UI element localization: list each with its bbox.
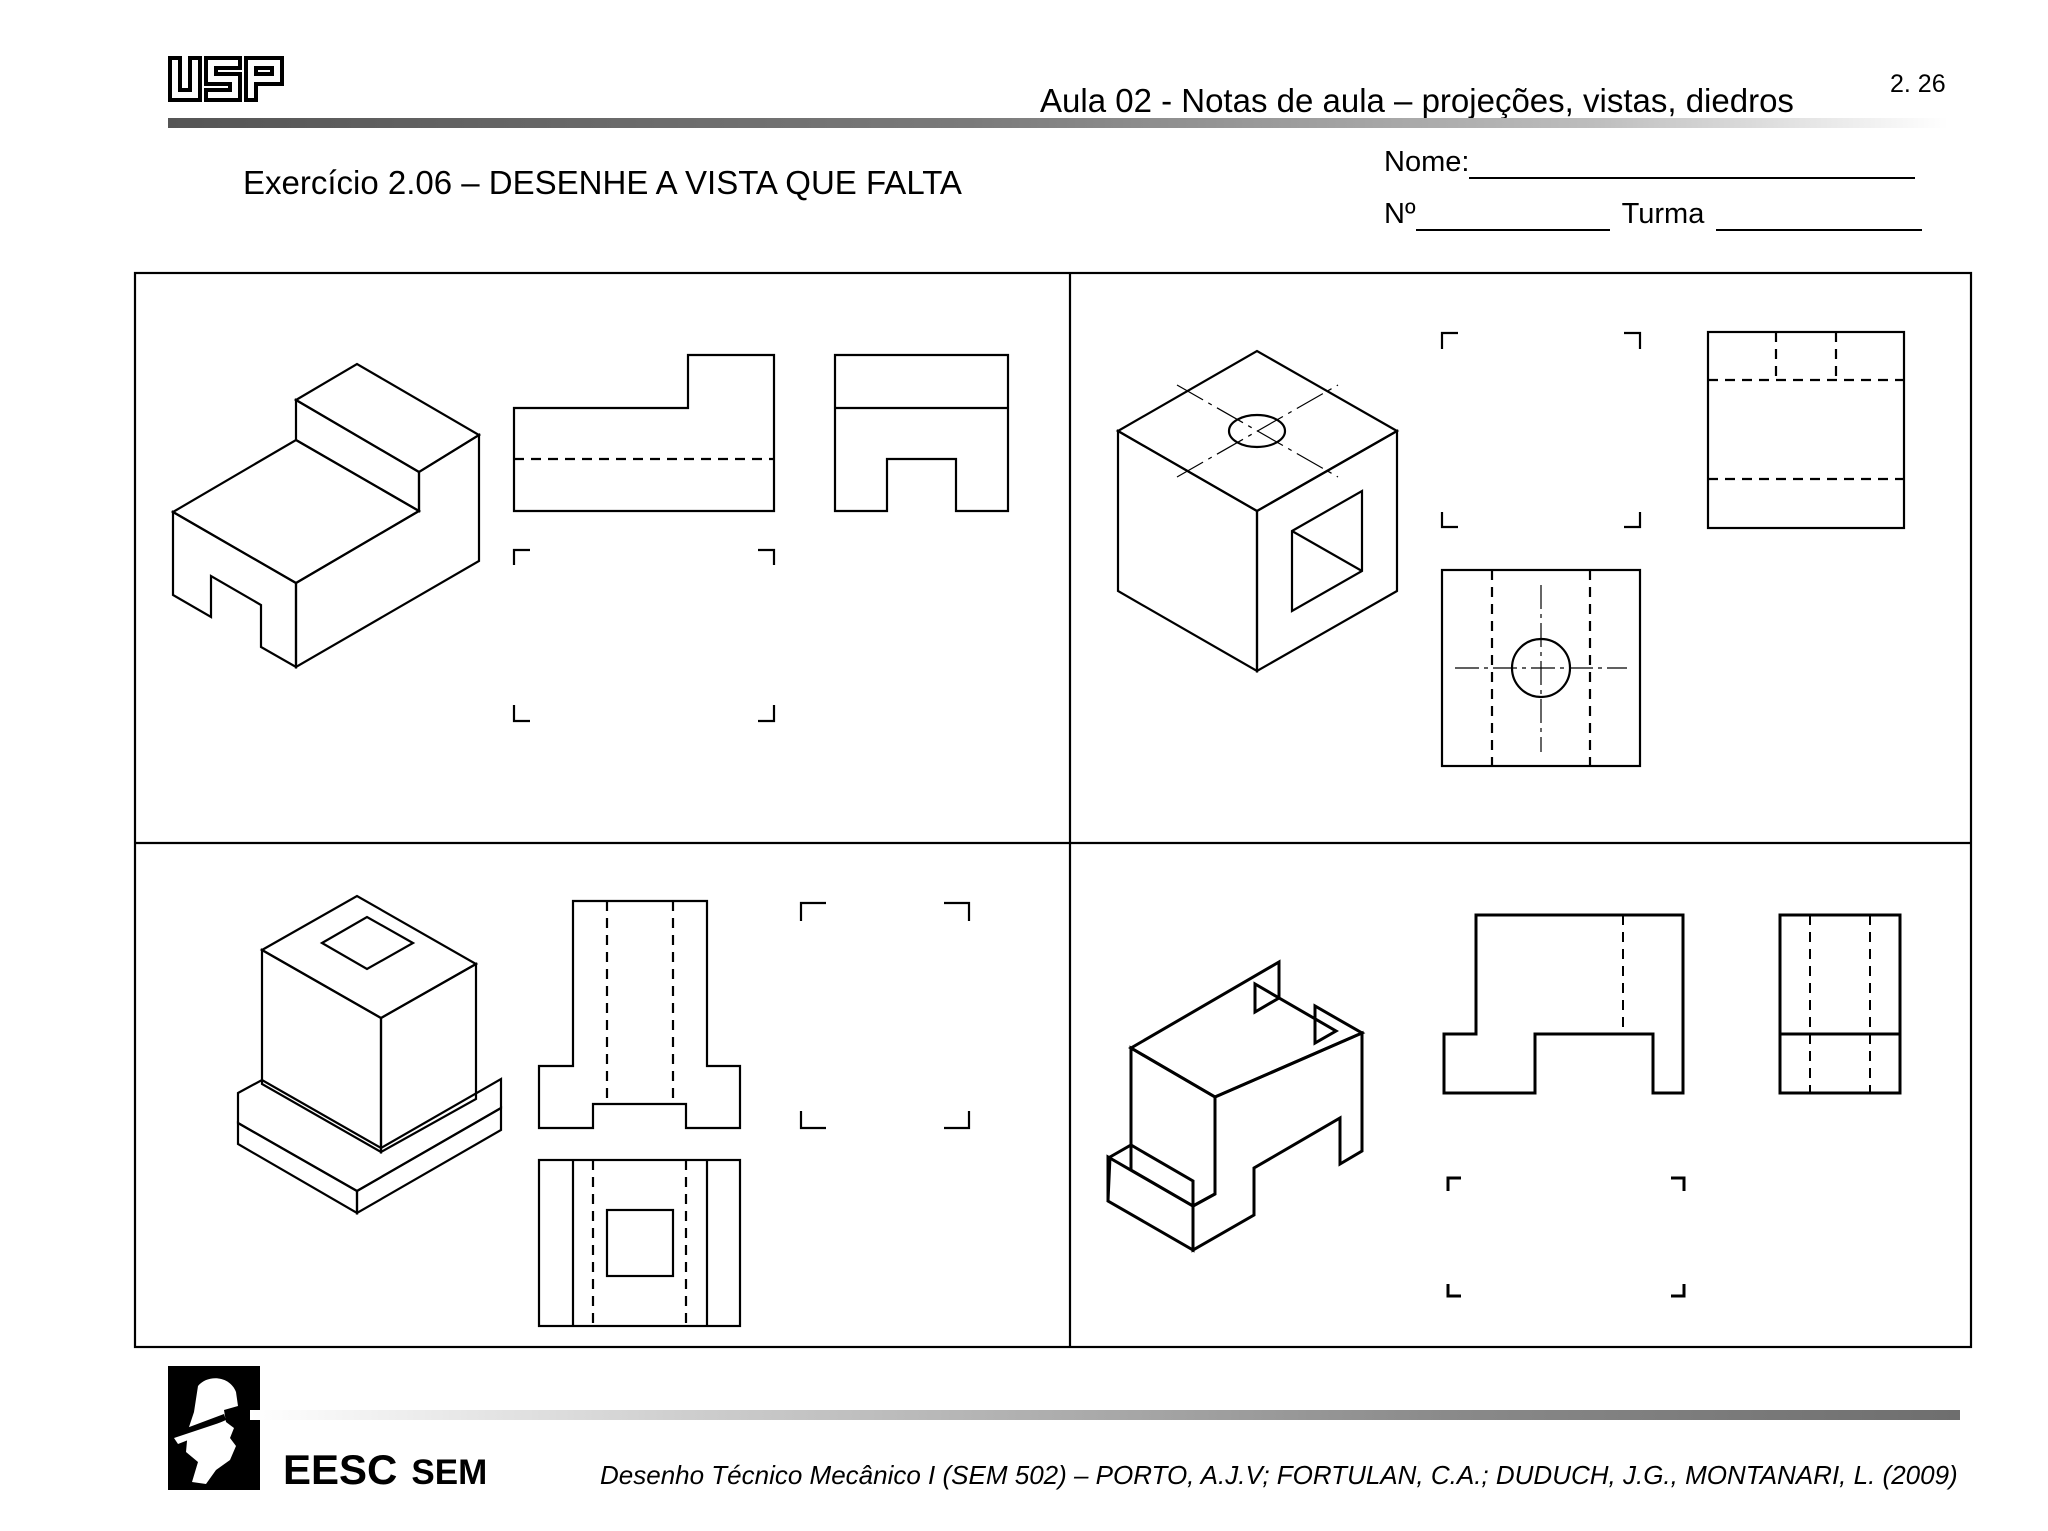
exercise-title: Exercício 2.06 – DESENHE A VISTA QUE FAL… bbox=[243, 164, 962, 201]
lesson-title: Aula 02 - Notas de aula – projeções, vis… bbox=[1040, 82, 1794, 119]
page-number: 2. 26 bbox=[1890, 70, 1946, 98]
ex1-side-view bbox=[833, 353, 1010, 513]
ex2-side-view bbox=[1706, 330, 1906, 530]
footer-org: EESC SEM bbox=[283, 1446, 487, 1494]
ex2-top-view bbox=[1440, 568, 1642, 768]
ex4-isometric-view bbox=[1106, 959, 1366, 1253]
ex3-front-view bbox=[537, 899, 742, 1130]
ex3-missing-view-marks bbox=[799, 901, 971, 1130]
ex3-isometric-view bbox=[236, 894, 503, 1215]
eesc-logo bbox=[168, 1366, 260, 1490]
ex1-isometric-view bbox=[170, 362, 482, 669]
footer-credit: Desenho Técnico Mecânico I (SEM 502) – P… bbox=[600, 1460, 1958, 1490]
ex2-missing-view-marks bbox=[1440, 331, 1642, 529]
exercise-4 bbox=[1106, 913, 1902, 1298]
exercise-1 bbox=[170, 353, 1010, 723]
ex1-missing-view-marks bbox=[512, 548, 776, 723]
footer-dept: SEM bbox=[411, 1453, 488, 1492]
number-label: Nº bbox=[1384, 198, 1416, 230]
ex4-side-view bbox=[1778, 913, 1902, 1095]
usp-logo bbox=[168, 56, 284, 102]
header-divider bbox=[168, 118, 1948, 128]
ex4-front-view bbox=[1442, 913, 1685, 1095]
ex2-isometric-view bbox=[1115, 349, 1400, 673]
ex3-top-view bbox=[537, 1158, 742, 1328]
name-label: Nome: bbox=[1384, 146, 1470, 178]
ex4-missing-view-marks bbox=[1446, 1176, 1686, 1298]
number-class-row: Nº Turma bbox=[1384, 198, 1923, 231]
footer-org-name: EESC bbox=[283, 1446, 398, 1493]
name-field[interactable] bbox=[1469, 149, 1916, 179]
number-field[interactable] bbox=[1415, 201, 1610, 231]
class-label: Turma bbox=[1621, 198, 1705, 230]
exercise-3 bbox=[236, 894, 971, 1328]
class-field[interactable] bbox=[1716, 201, 1923, 231]
exercise-2 bbox=[1115, 330, 1906, 768]
footer-divider bbox=[250, 1410, 1960, 1420]
exercise-frame bbox=[133, 271, 1973, 1349]
name-row: Nome: bbox=[1384, 146, 1916, 179]
ex1-front-view bbox=[512, 353, 776, 513]
